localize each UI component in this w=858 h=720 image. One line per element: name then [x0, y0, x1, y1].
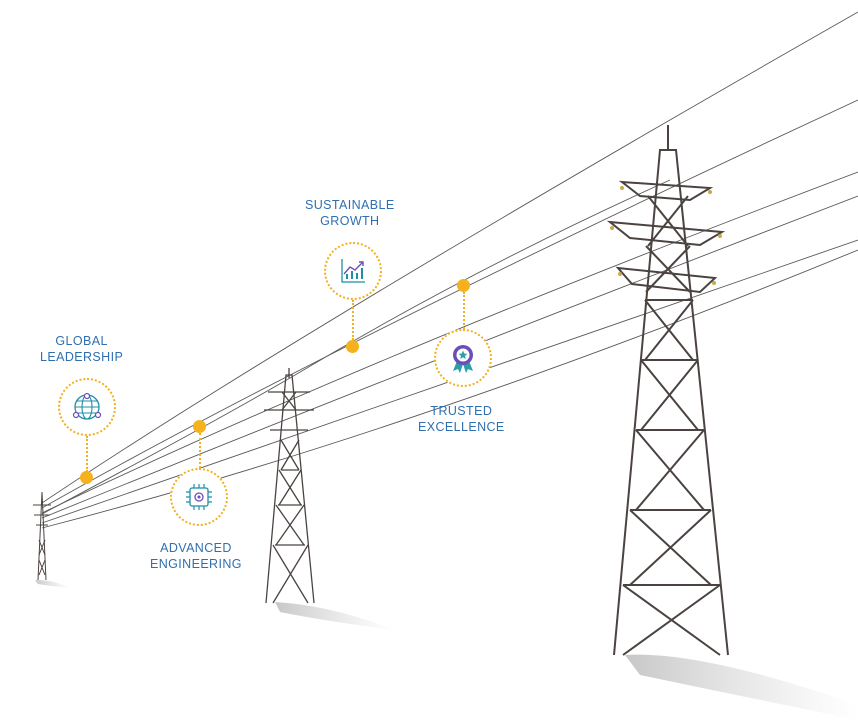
chip-gear-icon [186, 484, 212, 510]
feature-label-line: ADVANCED [160, 541, 232, 555]
tower-shadow-small [35, 580, 70, 588]
tower-large [606, 125, 729, 656]
tower-medium [264, 368, 315, 604]
feature-label-trusted-excellence: TRUSTED EXCELLENCE [418, 403, 505, 435]
feature-label-advanced-engineering: ADVANCED ENGINEERING [150, 540, 242, 572]
connector-advanced-engineering [199, 433, 201, 468]
marker-dot-sustainable-growth [346, 340, 359, 353]
feature-label-line: TRUSTED [430, 404, 493, 418]
feature-icon-advanced-engineering[interactable] [170, 468, 228, 526]
feature-label-line: GLOBAL [55, 334, 108, 348]
feature-label-line: SUSTAINABLE [305, 198, 395, 212]
globe-network-icon [72, 392, 102, 420]
marker-dot-advanced-engineering [193, 420, 206, 433]
feature-label-line: LEADERSHIP [40, 350, 124, 364]
feature-icon-global-leadership[interactable] [58, 378, 116, 436]
feature-label-line: EXCELLENCE [418, 420, 505, 434]
marker-dot-global-leadership [80, 471, 93, 484]
connector-global-leadership [86, 436, 88, 472]
growth-chart-icon [341, 259, 365, 283]
insulators [610, 186, 722, 285]
feature-icon-trusted-excellence[interactable] [434, 329, 492, 387]
tower-small [33, 491, 51, 581]
marker-dot-trusted-excellence [457, 279, 470, 292]
connector-sustainable-growth [352, 300, 354, 340]
power-wires [41, 11, 858, 529]
feature-label-global-leadership: GLOBAL LEADERSHIP [40, 333, 123, 365]
tower-shadow-large [625, 654, 858, 720]
award-ribbon-icon [453, 345, 473, 373]
tower-shadow-medium [275, 602, 395, 630]
feature-label-sustainable-growth: SUSTAINABLE GROWTH [305, 197, 395, 229]
feature-label-line: ENGINEERING [150, 557, 242, 571]
feature-icon-sustainable-growth[interactable] [324, 242, 382, 300]
feature-label-line: GROWTH [320, 214, 380, 228]
connector-trusted-excellence [463, 292, 465, 329]
